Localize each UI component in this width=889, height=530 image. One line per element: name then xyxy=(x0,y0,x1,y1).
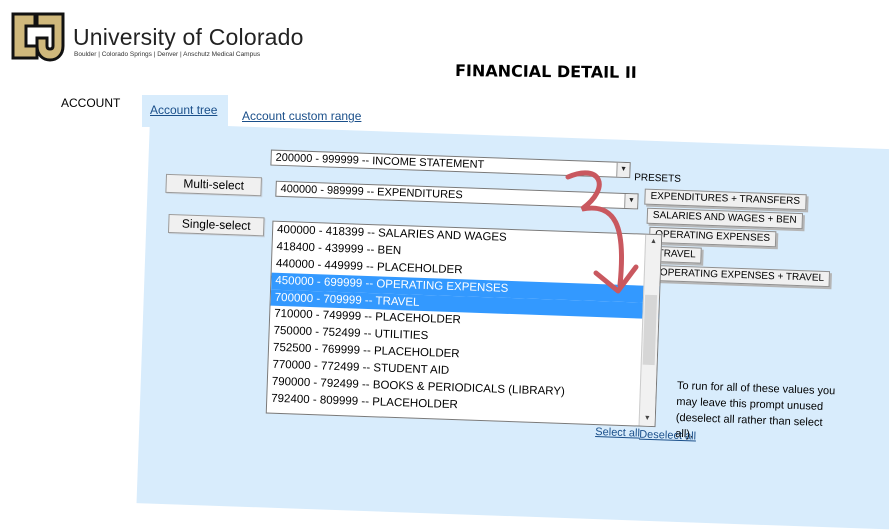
annotation-arrow-icon xyxy=(565,170,639,294)
scroll-thumb[interactable] xyxy=(642,294,658,366)
cu-logo-icon xyxy=(11,12,65,62)
multi-select-button[interactable]: Multi-select xyxy=(165,173,262,197)
select-all-link[interactable]: Select all xyxy=(595,426,641,440)
scroll-up-arrow-icon[interactable]: ▲ xyxy=(649,237,658,246)
single-select-button[interactable]: Single-select xyxy=(167,214,265,237)
prompt-panel: 200000 - 999999 -- INCOME STATEMENT ▼ Mu… xyxy=(136,123,889,530)
brand-name: University of Colorado xyxy=(73,24,304,50)
brand-campuses: Boulder | Colorado Springs | Denver | An… xyxy=(74,51,261,58)
tab-account-custom-range[interactable]: Account custom range xyxy=(242,109,362,123)
tab-account-tree-label[interactable]: Account tree xyxy=(150,103,218,117)
prompt-label-account: ACCOUNT xyxy=(61,96,121,110)
page-title: FINANCIAL DETAIL II xyxy=(454,61,637,82)
tab-account-tree[interactable]: Account tree xyxy=(142,95,228,127)
presets-label: PRESETS xyxy=(633,172,682,185)
scroll-down-arrow-icon[interactable]: ▼ xyxy=(643,414,651,422)
help-text: To run for all of these values you may l… xyxy=(675,379,836,441)
